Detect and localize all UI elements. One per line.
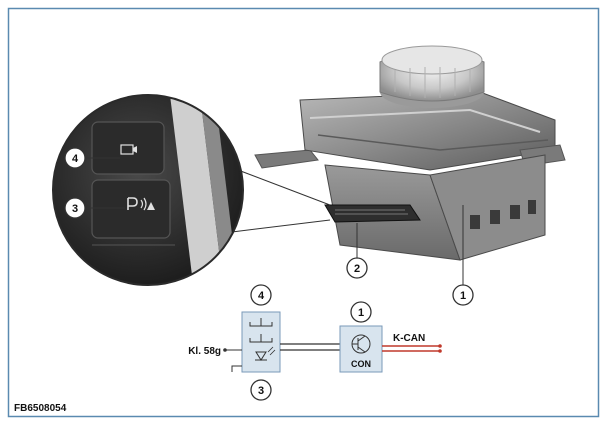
controller-block bbox=[339, 325, 383, 373]
park-assist-icon bbox=[127, 197, 155, 211]
schematic-callout-1: 1 bbox=[358, 307, 364, 319]
schematic-callout-1-circle bbox=[350, 301, 372, 323]
callout-3: 3 bbox=[72, 203, 78, 215]
schematic: Kl. 58g CON K-CAN 4 3 1 bbox=[188, 284, 442, 401]
controller-photo bbox=[254, 45, 566, 261]
con-label: CON bbox=[351, 359, 371, 369]
zoom-leader-bottom bbox=[231, 219, 331, 233]
zoom-leader-top bbox=[237, 169, 331, 206]
kl58g-label: Kl. 58g bbox=[188, 346, 221, 357]
zoom-detail bbox=[52, 94, 244, 286]
callout-2-circle bbox=[346, 257, 368, 279]
led-symbol bbox=[255, 351, 267, 361]
camera-icon bbox=[120, 144, 137, 155]
kcan-label: K-CAN bbox=[393, 333, 425, 344]
callout-4: 4 bbox=[72, 153, 79, 165]
camera-button bbox=[91, 121, 165, 175]
callout-1-circle bbox=[452, 284, 474, 306]
park-assist-button bbox=[91, 179, 171, 239]
figure-id: FB6508054 bbox=[14, 403, 67, 414]
schematic-callout-4: 4 bbox=[258, 290, 265, 302]
schematic-callout-3: 3 bbox=[258, 385, 264, 397]
callout-3-circle bbox=[64, 197, 86, 219]
schematic-callout-4-circle bbox=[250, 284, 272, 306]
callout-4-circle bbox=[64, 147, 86, 169]
callout-1: 1 bbox=[460, 290, 466, 302]
callout-2: 2 bbox=[354, 263, 360, 275]
schematic-callout-3-circle bbox=[250, 379, 272, 401]
